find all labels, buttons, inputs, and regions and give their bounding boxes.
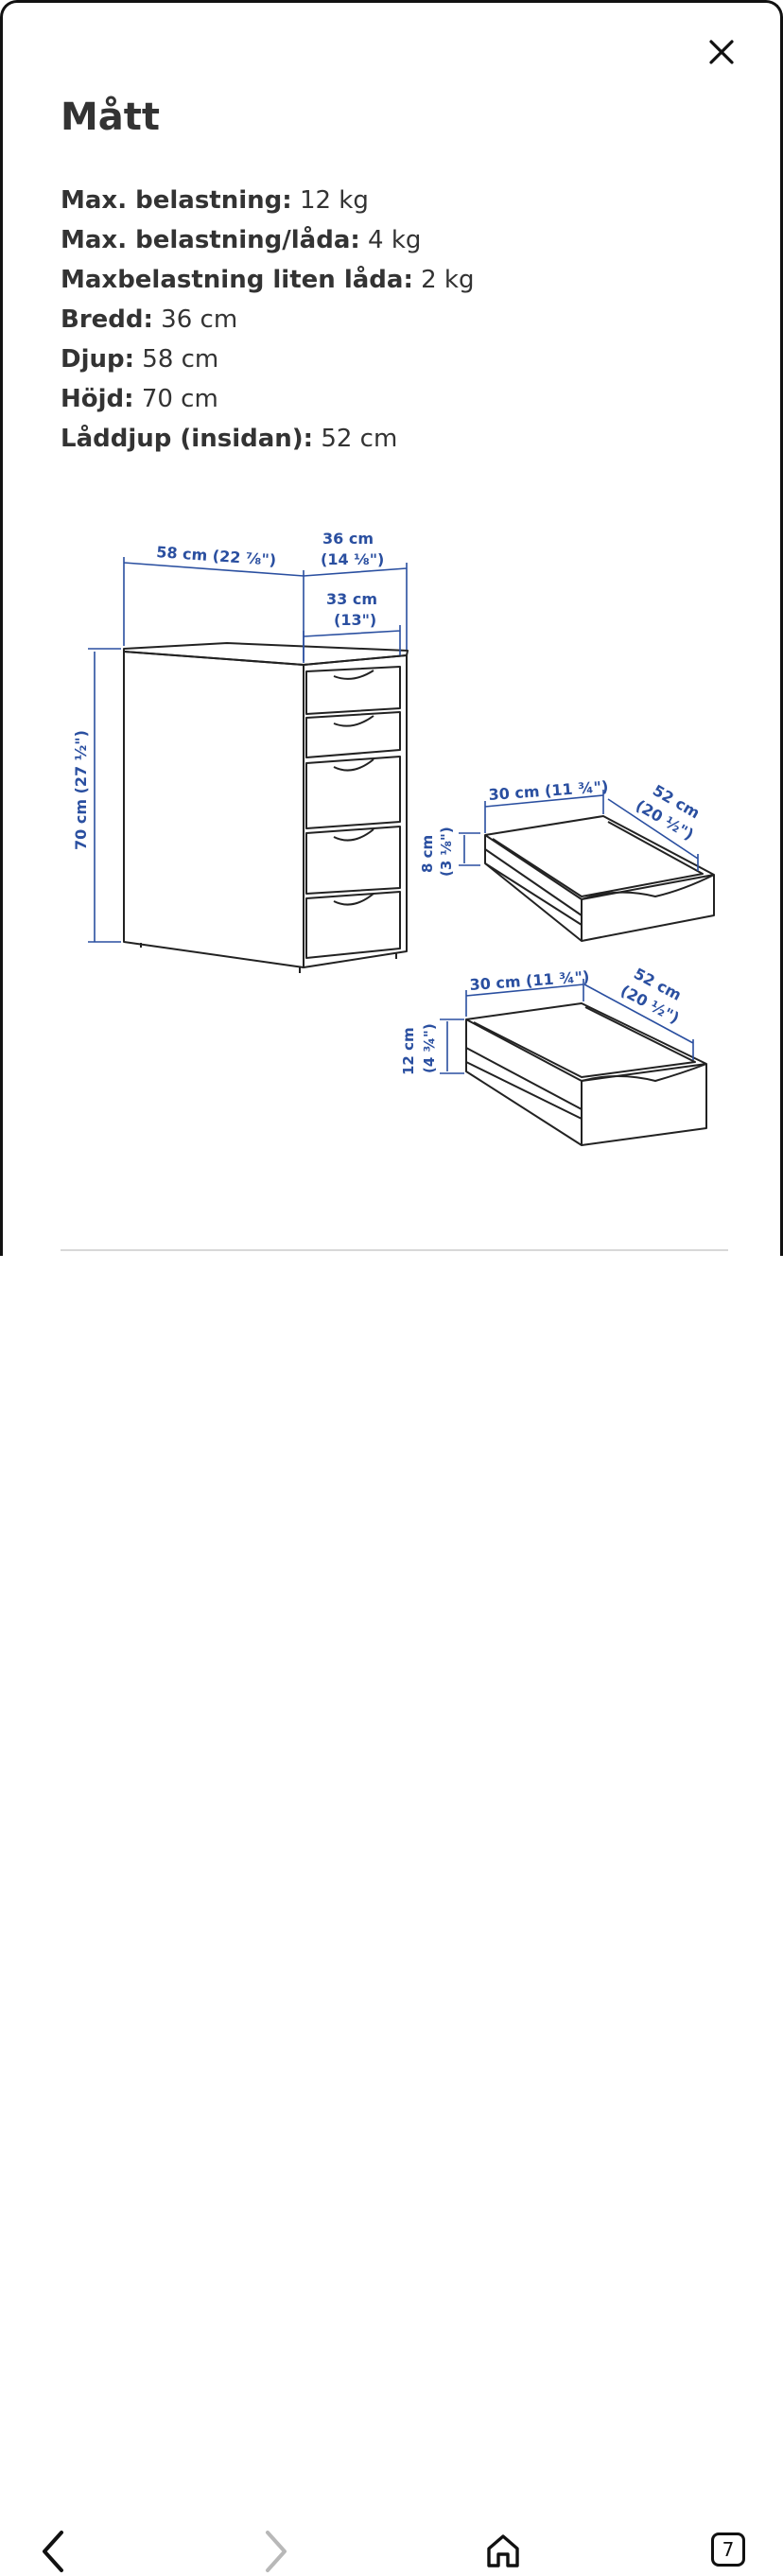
spec-width: Bredd: 36 cm: [61, 300, 475, 339]
spec-value: 2 kg: [421, 266, 475, 294]
drawer-front-4: [305, 826, 401, 895]
dim-large-drawer-height-cm: 12 cm: [400, 1027, 417, 1075]
drawer-front-2: [305, 711, 401, 758]
spec-max-load-small-drawer: Maxbelastning liten låda: 2 kg: [61, 260, 475, 300]
spec-value: 58 cm: [142, 345, 219, 374]
spec-height: Höjd: 70 cm: [61, 379, 475, 419]
dialog-title: Mått: [61, 96, 161, 139]
tab-count: 7: [722, 2538, 735, 2561]
dim-front-width-cm: 33 cm: [326, 590, 377, 608]
dim-front-width-in: (13"): [334, 611, 376, 629]
dimensions-dialog: Mått Max. belastning: 12 kg Max. belastn…: [0, 0, 783, 1256]
spec-label: Låddjup (insidan):: [61, 425, 314, 453]
spec-label: Djup:: [61, 345, 135, 374]
small-drawer: [484, 815, 715, 942]
divider: [61, 1249, 728, 1251]
chevron-left-icon: [43, 2531, 63, 2572]
spec-value: 12 kg: [299, 186, 369, 215]
cabinet-side: [123, 651, 304, 968]
spec-drawer-depth-inside: Låddjup (insidan): 52 cm: [61, 419, 475, 459]
dim-cabinet-height: 70 cm (27 ½"): [72, 730, 90, 850]
spec-value: 36 cm: [161, 305, 238, 334]
home-button[interactable]: [482, 2529, 524, 2572]
drawer-front-3: [305, 756, 401, 829]
spec-max-load-drawer: Max. belastning/låda: 4 kg: [61, 220, 475, 260]
dimension-drawing: 58 cm (22 ⅞") 36 cm (14 ⅛") 33 cm (13") …: [72, 530, 715, 1146]
spec-label: Maxbelastning liten låda:: [61, 266, 413, 294]
spec-label: Max. belastning:: [61, 186, 292, 215]
home-icon: [487, 2534, 519, 2567]
drawer-front-5: [305, 891, 401, 959]
spec-depth: Djup: 58 cm: [61, 339, 475, 379]
close-button[interactable]: [703, 33, 740, 71]
spec-label: Max. belastning/låda:: [61, 226, 360, 254]
dim-small-drawer-height-in: (3 ⅛"): [438, 827, 455, 877]
spec-label: Höjd:: [61, 385, 134, 413]
spec-value: 70 cm: [141, 385, 218, 413]
browser-toolbar: 7: [0, 1256, 783, 2572]
spec-value: 52 cm: [321, 425, 398, 453]
back-button[interactable]: [34, 2527, 72, 2576]
dim-small-drawer-height-cm: 8 cm: [419, 835, 436, 873]
spec-value: 4 kg: [368, 226, 422, 254]
dim-cabinet-width-cm: 36 cm: [322, 530, 374, 548]
spec-max-load: Max. belastning: 12 kg: [61, 181, 475, 220]
dim-cabinet-width-in: (14 ⅛"): [321, 550, 384, 568]
drawer-front-1: [305, 666, 401, 715]
large-drawer: [465, 1002, 707, 1146]
tabs-button[interactable]: 7: [711, 2532, 745, 2567]
spec-label: Bredd:: [61, 305, 153, 334]
dim-large-drawer-height-in: (4 ¾"): [421, 1023, 438, 1073]
cabinet-front: [303, 654, 408, 968]
spec-list: Max. belastning: 12 kg Max. belastning/l…: [61, 181, 475, 459]
dim-cabinet-depth: 58 cm (22 ⅞"): [156, 543, 277, 569]
forward-button[interactable]: [257, 2527, 295, 2576]
chevron-right-icon: [266, 2531, 287, 2572]
close-icon: [709, 40, 734, 64]
